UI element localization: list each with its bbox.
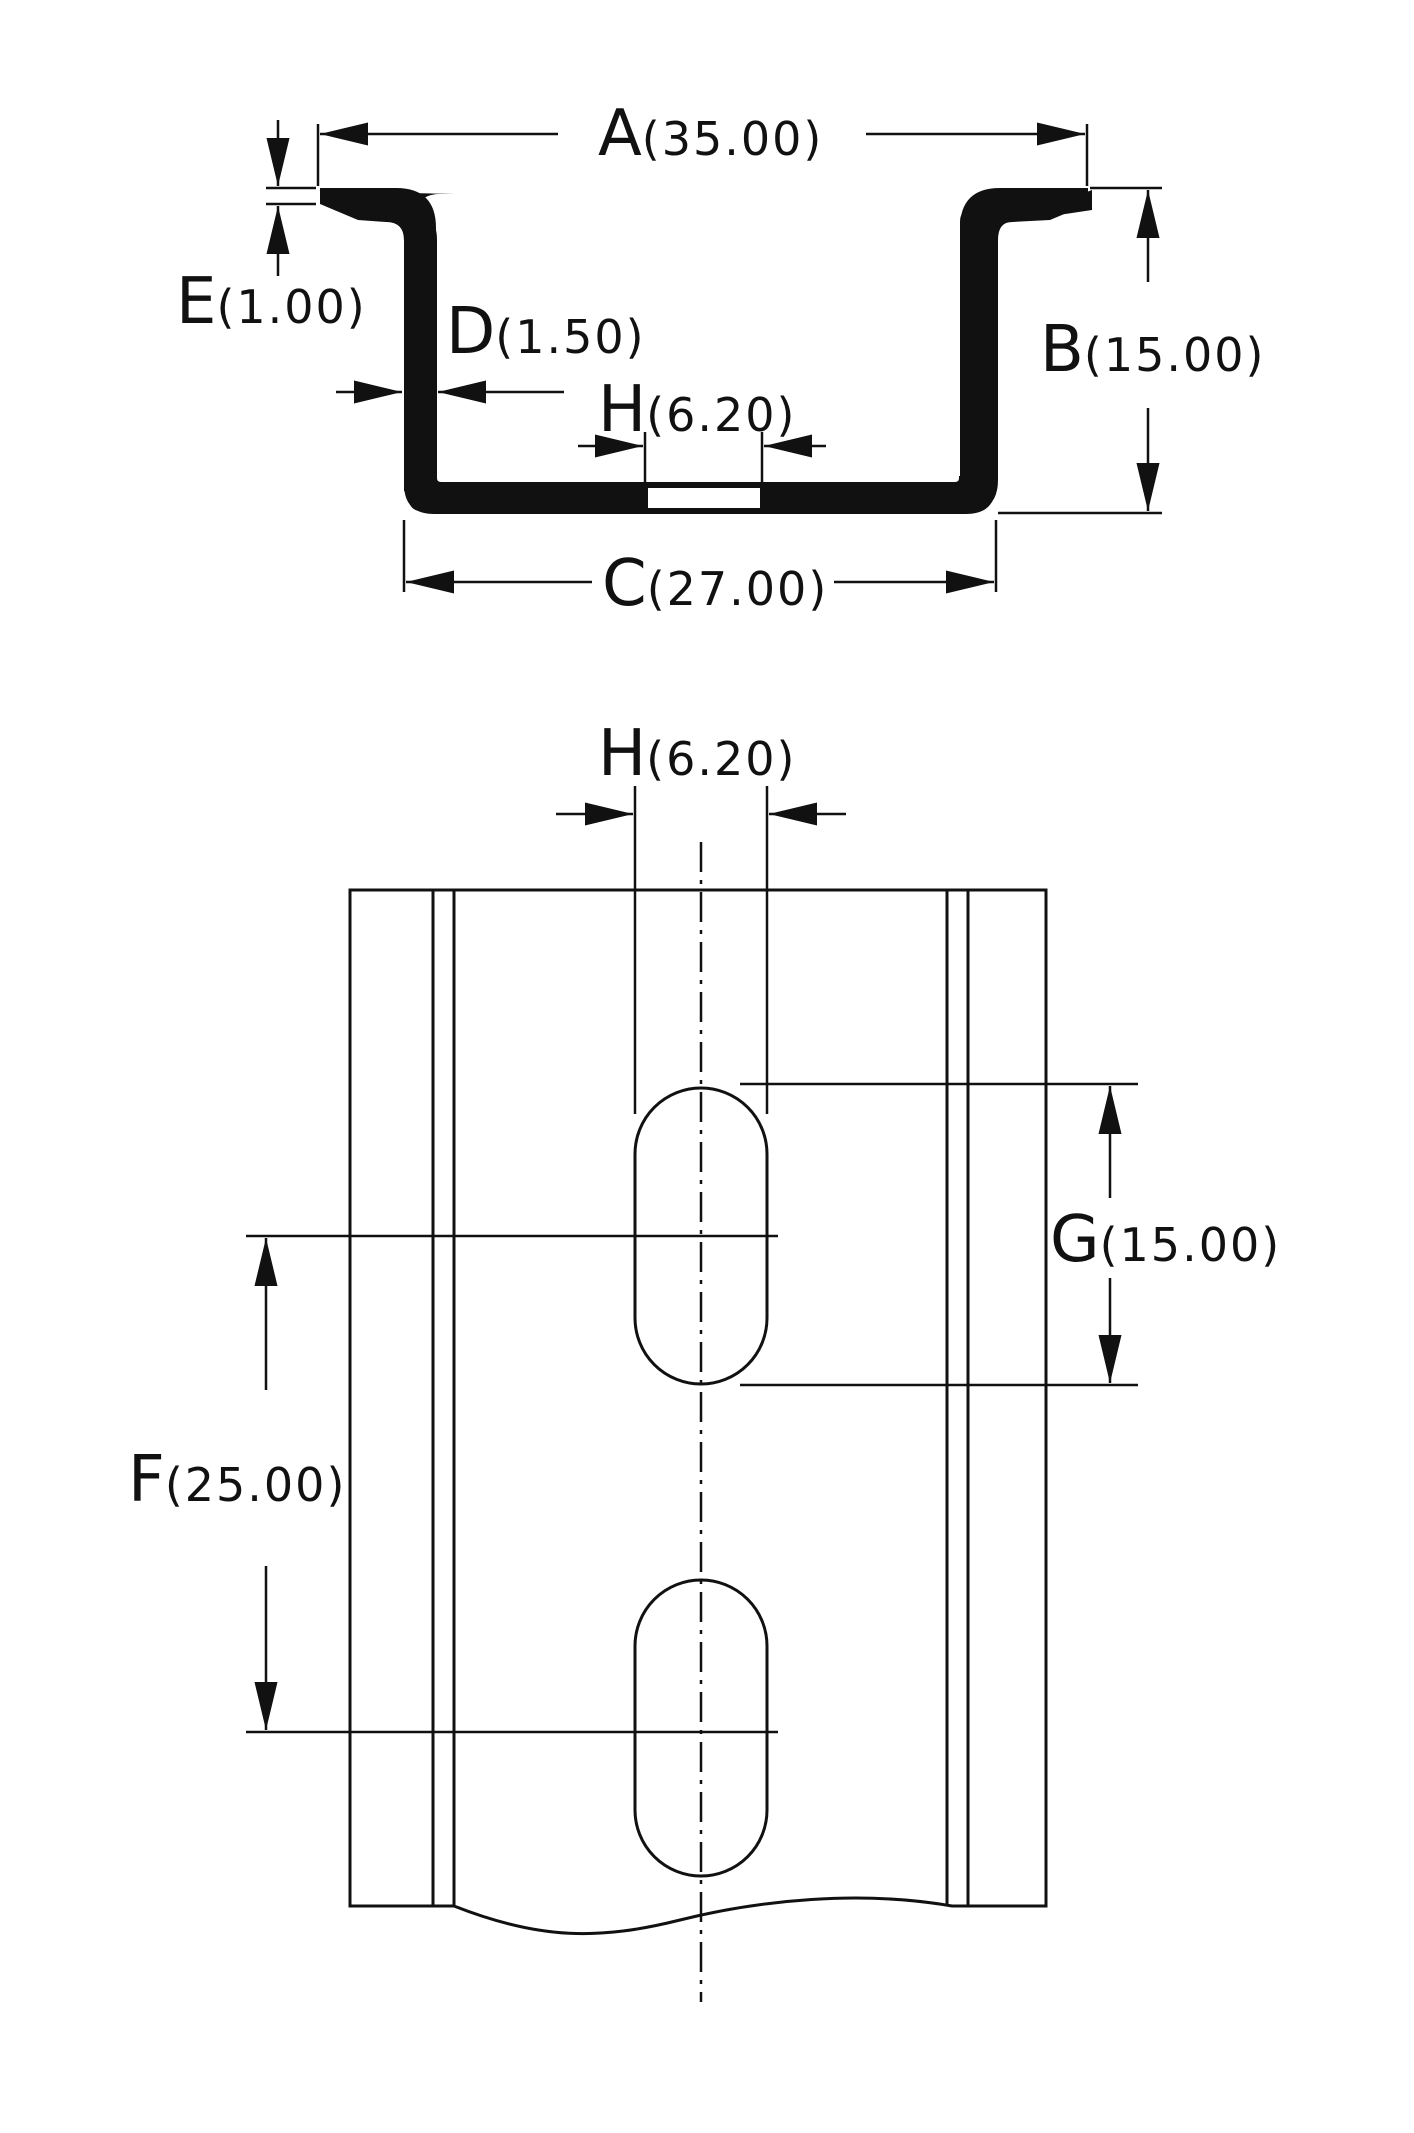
dim-b-letter: B (1040, 313, 1084, 387)
dim-g-value: (15.00) (1099, 1218, 1282, 1272)
dim-a-label: A(35.00) (598, 102, 823, 166)
dim-f-value: (25.00) (164, 1458, 347, 1512)
dim-c-label: C(27.00) (602, 552, 828, 616)
dim-d-letter: D (446, 295, 496, 369)
dim-f-letter: F (128, 1443, 165, 1517)
dim-e-label: E(1.00) (176, 270, 367, 334)
dim-d-value: (1.50) (495, 310, 646, 364)
dim-h-plan-value: (6.20) (646, 732, 797, 786)
dim-b-label: B(15.00) (1040, 318, 1266, 382)
slot-h-section (646, 486, 762, 510)
dim-a-letter: A (598, 97, 642, 171)
dim-d-label: D(1.50) (446, 300, 646, 364)
dim-h-section-letter: H (598, 373, 647, 447)
dim-h-plan-letter: H (598, 717, 647, 791)
dim-f-label: F(25.00) (128, 1448, 346, 1512)
dim-e-value: (1.00) (216, 280, 367, 334)
dim-h-section-value: (6.20) (646, 388, 797, 442)
cross-section-view (266, 120, 1162, 594)
plan-view (246, 786, 1138, 2002)
dim-e-letter: E (176, 265, 217, 339)
dim-h-section-label: H(6.20) (598, 378, 796, 442)
rail-outline (320, 188, 1088, 514)
dim-h-plan-label: H(6.20) (598, 722, 796, 786)
dim-c-letter: C (602, 547, 647, 621)
dim-g-letter: G (1050, 1203, 1100, 1277)
rail-plan-outline (348, 888, 1048, 1936)
dim-g-label: G(15.00) (1050, 1208, 1281, 1272)
dim-c-value: (27.00) (646, 562, 829, 616)
dim-a-value: (35.00) (641, 112, 824, 166)
dim-b-value: (15.00) (1083, 328, 1266, 382)
